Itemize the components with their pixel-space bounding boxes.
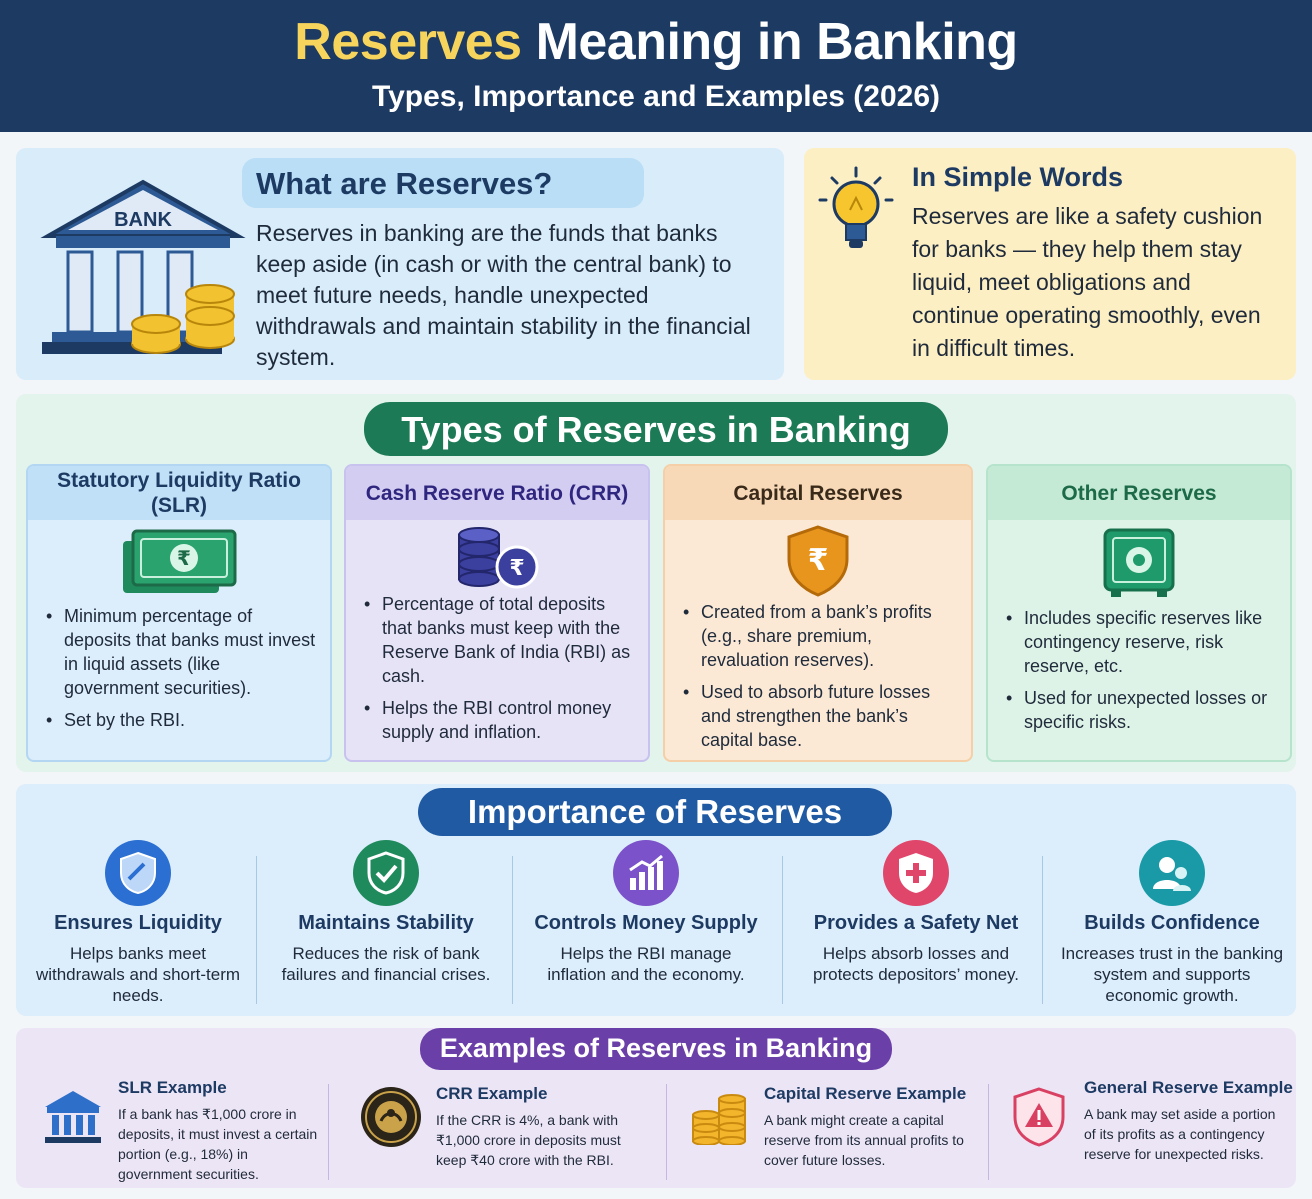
simple-words-title: In Simple Words bbox=[912, 162, 1124, 192]
importance-item-text: Helps absorb losses and protects deposit… bbox=[813, 944, 1019, 984]
card-slr: Statutory Liquidity Ratio (SLR) ₹ Minimu… bbox=[26, 464, 332, 762]
divider bbox=[988, 1084, 989, 1180]
title-accent: Reserves bbox=[294, 13, 522, 71]
divider bbox=[666, 1084, 667, 1180]
card-other-title: Other Reserves bbox=[988, 466, 1290, 520]
bank-label: BANK bbox=[114, 209, 172, 231]
examples-title: Examples of Reserves in Banking bbox=[420, 1028, 892, 1070]
lightbulb-icon bbox=[818, 166, 894, 248]
svg-text:₹: ₹ bbox=[808, 543, 829, 578]
growth-chart-icon bbox=[613, 840, 679, 906]
types-title: Types of Reserves in Banking bbox=[364, 402, 948, 456]
importance-item-text: Helps the RBI manage inflation and the e… bbox=[547, 944, 745, 984]
importance-item: Maintains Stability Reduces the risk of … bbox=[264, 840, 508, 1010]
shield-check-icon bbox=[105, 840, 171, 906]
example-item: SLR Example If a bank has ₹1,000 crore i… bbox=[40, 1078, 330, 1182]
example-title: CRR Example bbox=[436, 1084, 548, 1103]
card-capital-point: Created from a bank’s profits (e.g., sha… bbox=[681, 600, 957, 672]
card-crr-title: Cash Reserve Ratio (CRR) bbox=[346, 466, 648, 520]
page-title: Reserves Meaning in Banking bbox=[0, 12, 1312, 72]
card-capital-point: Used to absorb future losses and strengt… bbox=[681, 680, 957, 752]
card-slr-point: Minimum percentage of deposits that bank… bbox=[44, 604, 316, 700]
example-text: A bank may set aside a portion of its pr… bbox=[1084, 1106, 1276, 1162]
coins-icon bbox=[686, 1084, 752, 1150]
examples-section: Examples of Reserves in Banking SLR Exam… bbox=[16, 1028, 1296, 1188]
importance-item: Ensures Liquidity Helps banks meet withd… bbox=[16, 840, 260, 1010]
importance-item-title: Provides a Safety Net bbox=[813, 912, 1019, 934]
example-text: If the CRR is 4%, a bank with ₹1,000 cro… bbox=[436, 1112, 621, 1168]
simple-words-panel: In Simple Words Reserves are like a safe… bbox=[804, 148, 1296, 380]
types-section: Types of Reserves in Banking Statutory L… bbox=[16, 394, 1296, 772]
what-are-reserves-panel: BANK What are Reserves? Reserves in bank… bbox=[16, 148, 784, 380]
importance-item-title: Maintains Stability bbox=[298, 912, 474, 934]
rupee-shield-icon: ₹ bbox=[787, 525, 849, 597]
example-item: Capital Reserve Example A bank might cre… bbox=[686, 1078, 986, 1182]
importance-item-title: Ensures Liquidity bbox=[54, 912, 222, 934]
people-icon bbox=[1139, 840, 1205, 906]
card-slr-title: Statutory Liquidity Ratio (SLR) bbox=[28, 466, 330, 520]
title-rest: Meaning in Banking bbox=[535, 13, 1019, 71]
example-title: Capital Reserve Example bbox=[764, 1084, 967, 1103]
what-are-reserves-text: Reserves in banking are the funds that b… bbox=[256, 220, 751, 370]
simple-words-text: Reserves are like a safety cushion for b… bbox=[912, 203, 1263, 361]
page-subtitle: Types, Importance and Examples (2026) bbox=[372, 80, 940, 113]
importance-item-title: Controls Money Supply bbox=[534, 912, 758, 934]
importance-item-title: Builds Confidence bbox=[1084, 912, 1260, 934]
divider bbox=[512, 856, 513, 1004]
safe-icon bbox=[1103, 528, 1175, 597]
example-item: CRR Example If the CRR is 4%, a bank wit… bbox=[358, 1078, 658, 1182]
card-slr-point: Set by the RBI. bbox=[44, 708, 316, 732]
card-other-reserves: Other Reserves Includes specific reserve… bbox=[986, 464, 1292, 762]
importance-item-text: Increases trust in the banking system an… bbox=[1060, 944, 1284, 1005]
example-item: General Reserve Example A bank may set a… bbox=[1006, 1078, 1294, 1182]
bank-building-icon bbox=[40, 1084, 106, 1150]
example-title: General Reserve Example bbox=[1084, 1078, 1293, 1097]
warning-shield-icon bbox=[1006, 1084, 1072, 1150]
svg-text:₹: ₹ bbox=[509, 556, 524, 581]
card-crr: Cash Reserve Ratio (CRR) ₹ Percentage of… bbox=[344, 464, 650, 762]
header-banner: Reserves Meaning in Banking Types, Impor… bbox=[0, 0, 1312, 132]
example-text: If a bank has ₹1,000 crore in deposits, … bbox=[118, 1106, 318, 1182]
bank-coins-icon: BANK bbox=[40, 179, 246, 354]
importance-item-text: Reduces the risk of bank failures and fi… bbox=[281, 944, 491, 984]
shield-tick-icon bbox=[353, 840, 419, 906]
importance-item: Controls Money Supply Helps the RBI mana… bbox=[524, 840, 768, 1010]
card-crr-point: Helps the RBI control money supply and i… bbox=[362, 696, 634, 744]
shield-plus-icon bbox=[883, 840, 949, 906]
importance-title: Importance of Reserves bbox=[418, 788, 892, 836]
currency-notes-icon: ₹ bbox=[123, 529, 237, 593]
svg-text:₹: ₹ bbox=[177, 546, 191, 570]
importance-item: Builds Confidence Increases trust in the… bbox=[1050, 840, 1294, 1010]
divider bbox=[1042, 856, 1043, 1004]
what-are-reserves-title: What are Reserves? bbox=[242, 158, 644, 208]
card-capital-reserves: Capital Reserves ₹ Created from a bank’s… bbox=[663, 464, 973, 762]
card-other-point: Includes specific reserves like continge… bbox=[1004, 606, 1276, 678]
coin-stack-rupee-icon: ₹ bbox=[458, 527, 539, 589]
divider bbox=[256, 856, 257, 1004]
example-title: SLR Example bbox=[118, 1078, 227, 1097]
card-capital-title: Capital Reserves bbox=[665, 466, 971, 520]
importance-section: Importance of Reserves Ensures Liquidity… bbox=[16, 784, 1296, 1016]
card-crr-point: Percentage of total deposits that banks … bbox=[362, 592, 634, 688]
card-other-point: Used for unexpected losses or specific r… bbox=[1004, 686, 1276, 734]
importance-item: Provides a Safety Net Helps absorb losse… bbox=[794, 840, 1038, 1010]
example-text: A bank might create a capital reserve fr… bbox=[764, 1112, 964, 1168]
divider bbox=[782, 856, 783, 1004]
importance-item-text: Helps banks meet withdrawals and short-t… bbox=[35, 944, 241, 1005]
divider bbox=[328, 1084, 329, 1180]
rbi-seal-icon bbox=[358, 1084, 424, 1150]
